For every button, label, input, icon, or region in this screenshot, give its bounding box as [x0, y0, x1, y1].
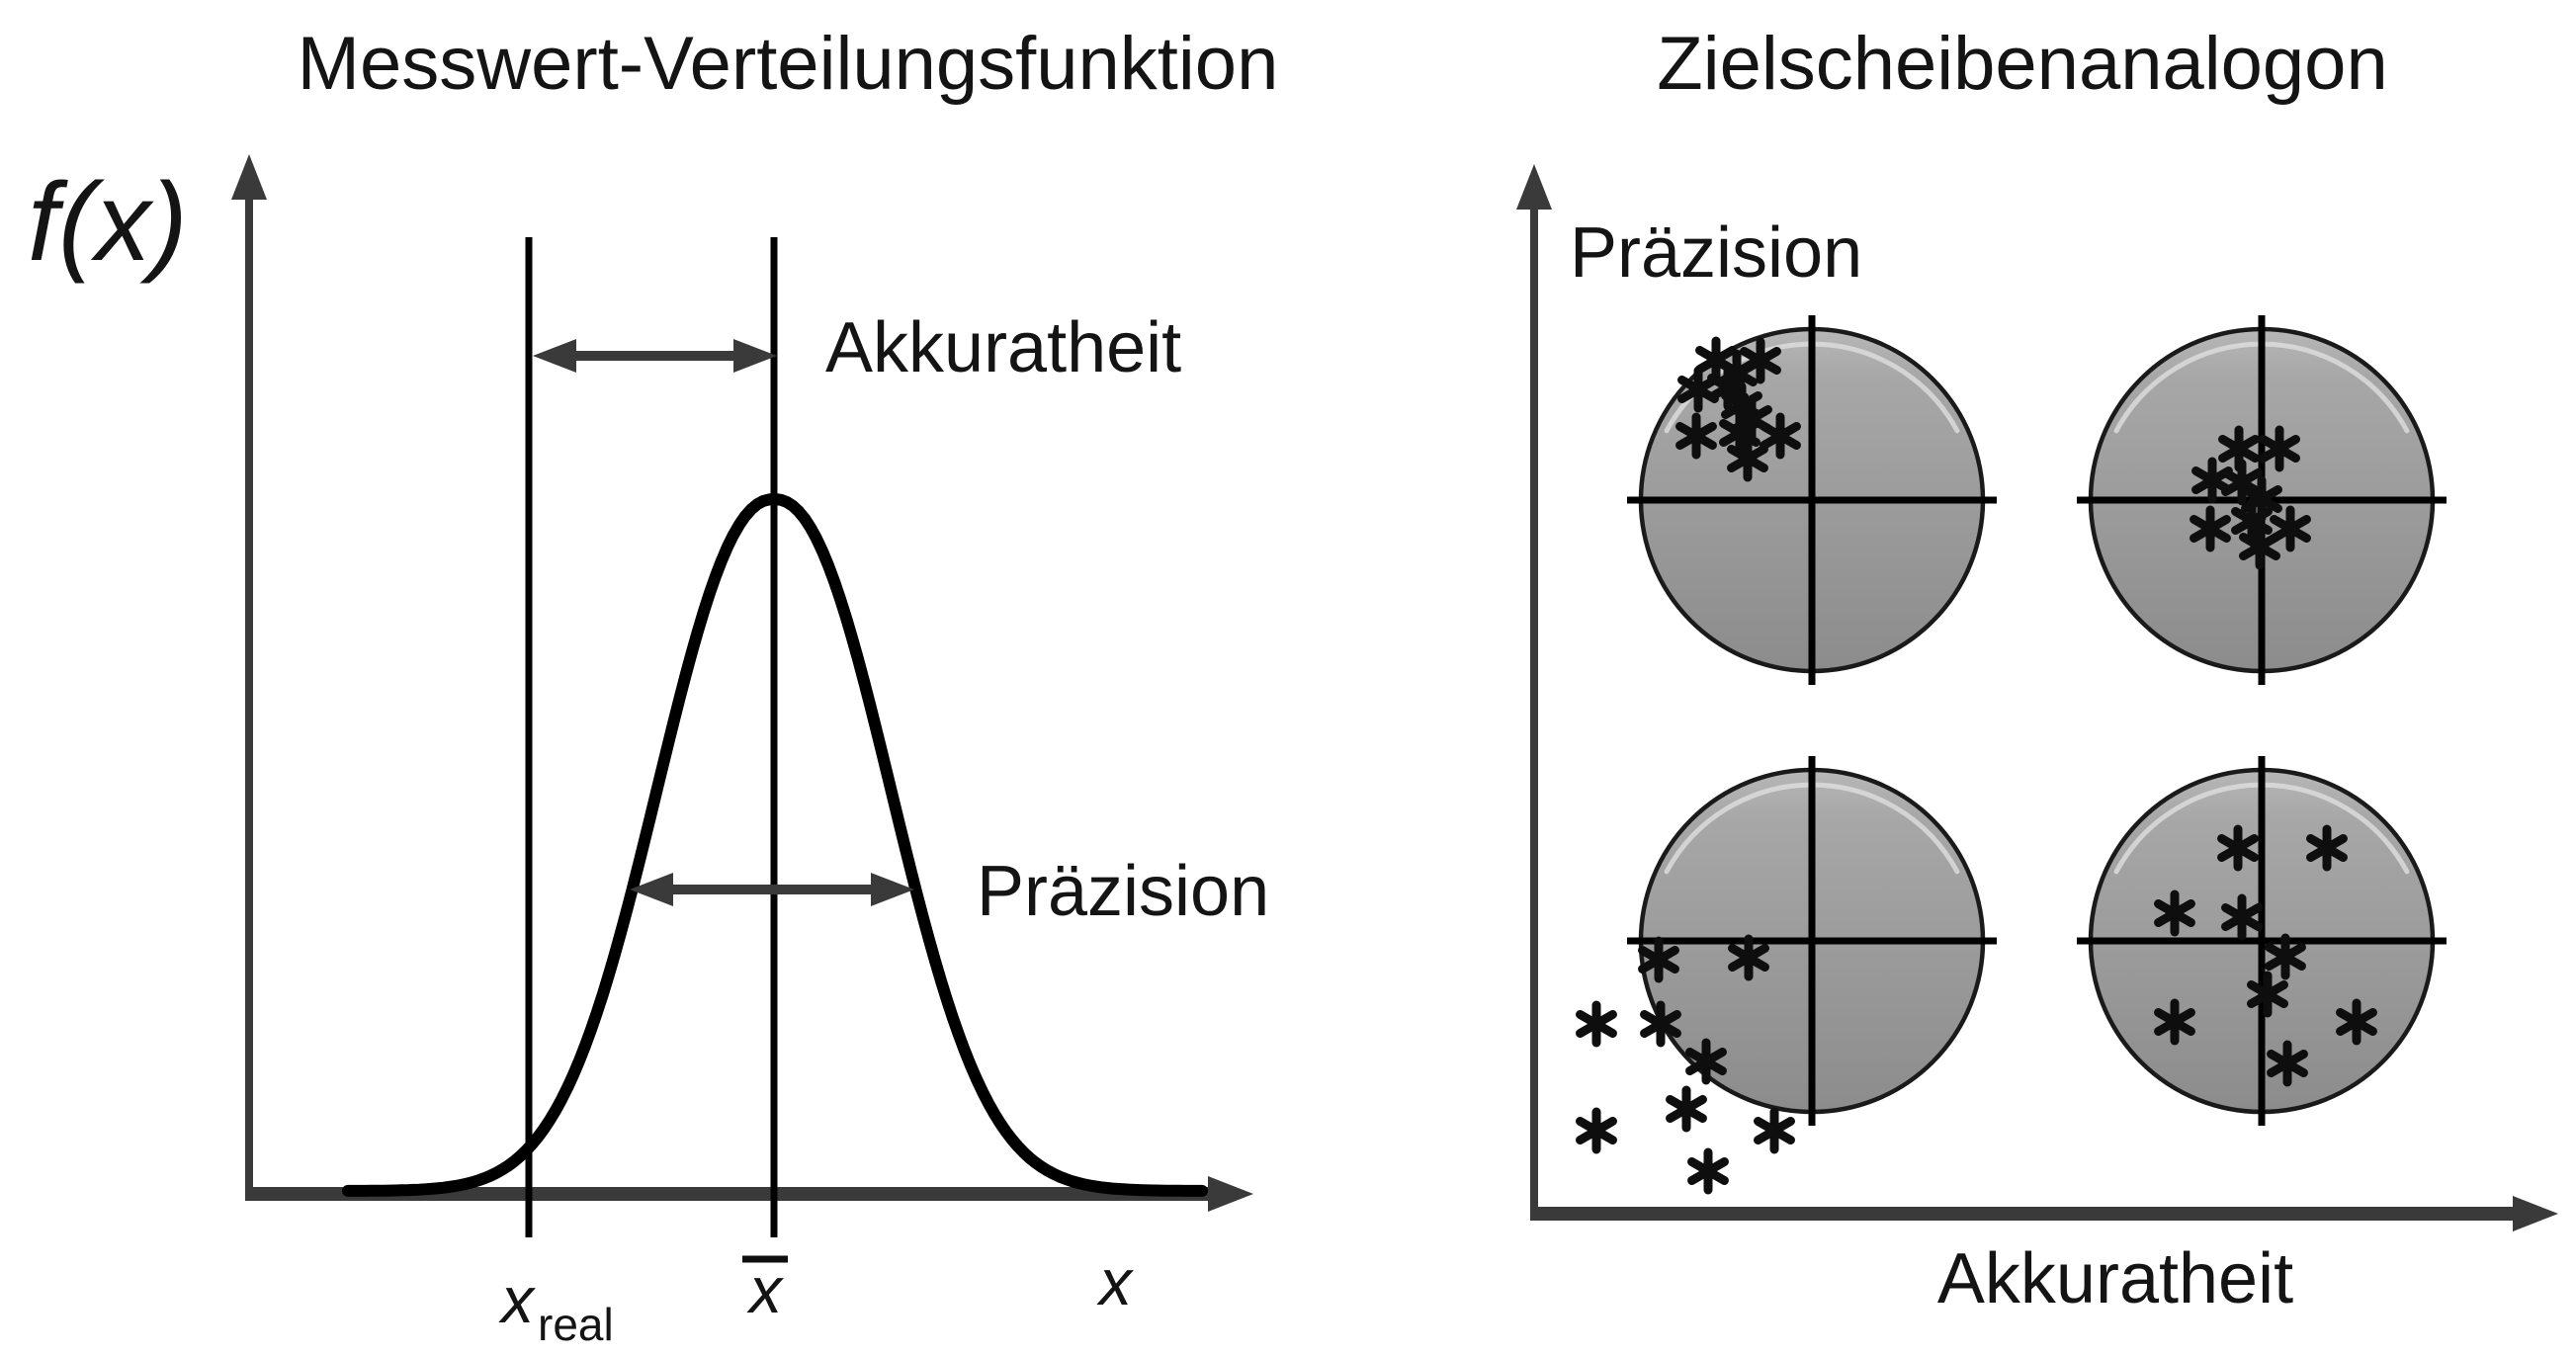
asterisk-arm — [2218, 435, 2260, 463]
asterisk-arm — [1760, 422, 1801, 450]
shot-marker-asterisk — [1666, 1085, 1707, 1133]
right-panel-title: Zielscheibenanalogon — [1657, 22, 2387, 106]
accuracy-double-arrow-left-head — [533, 339, 576, 373]
right-plot-shapes — [1516, 164, 2558, 1231]
left-x-axis-arrowhead — [1208, 1176, 1253, 1212]
target-high-precision-high-accuracy — [2077, 315, 2447, 685]
precision-double-arrow-left-head — [630, 873, 673, 906]
shot-marker-asterisk — [1638, 936, 1679, 983]
asterisk-arm — [2190, 515, 2231, 543]
shot-marker-asterisk — [1687, 1147, 1729, 1195]
accuracy-double-arrow — [533, 339, 777, 373]
accuracy-arrow-label: Akkuratheit — [825, 308, 1181, 387]
shot-marker-asterisk — [2154, 998, 2195, 1046]
left-plot-shapes — [231, 154, 1253, 1237]
precision-double-arrow-right-head — [871, 873, 914, 906]
asterisk-arm — [1638, 946, 1679, 974]
right-y-axis-arrowhead — [1516, 164, 1552, 210]
x-real-subscript: real — [538, 1299, 614, 1350]
shot-marker-asterisk — [1754, 1107, 1795, 1154]
asterisk-arm — [1666, 1095, 1707, 1123]
asterisk-arm — [2270, 515, 2311, 543]
asterisk-arm — [2241, 485, 2282, 513]
asterisk-arm — [2191, 466, 2233, 494]
asterisk-arm — [2221, 468, 2263, 496]
asterisk-arm — [2247, 980, 2288, 1008]
shot-marker-asterisk — [1576, 1107, 1617, 1154]
accuracy-double-arrow-right-head — [733, 339, 777, 373]
left-y-axis-arrowhead — [231, 154, 267, 200]
target-low-precision-high-accuracy — [2077, 756, 2447, 1126]
fx-axis-label: f(x) — [28, 160, 188, 284]
shot-marker-asterisk — [2239, 523, 2280, 570]
asterisk-arm — [1728, 944, 1769, 972]
right-panel-target-analogy: Zielscheibenanalogon Präzision Akkurathe… — [1516, 22, 2558, 1318]
shot-marker-asterisk — [2217, 824, 2259, 872]
shot-marker-asterisk — [2190, 505, 2231, 552]
asterisk-arm — [2154, 1008, 2195, 1036]
target-low-precision-low-accuracy — [1576, 756, 1997, 1195]
shot-marker-asterisk — [2154, 890, 2195, 937]
asterisk-arm — [2265, 943, 2306, 971]
distribution-curve — [342, 493, 1208, 1197]
shot-marker-asterisk — [1728, 934, 1769, 981]
target-high-precision-low-accuracy — [1627, 315, 1997, 685]
asterisk-arm — [2239, 533, 2280, 560]
shot-marker-asterisk — [1640, 1000, 1681, 1048]
asterisk-arm — [2217, 834, 2259, 862]
shot-marker-asterisk — [2221, 893, 2263, 941]
asterisk-arm — [2154, 899, 2195, 927]
x-real-base: x — [498, 1263, 536, 1336]
asterisk-arm — [1685, 1048, 1727, 1075]
shot-marker-asterisk — [2306, 824, 2348, 872]
asterisk-arm — [1675, 422, 1717, 450]
asterisk-arm — [1740, 347, 1781, 375]
shot-marker-asterisk — [1727, 435, 1768, 482]
shot-marker-asterisk — [1760, 412, 1801, 460]
x-axis-variable-label: x — [1096, 1245, 1134, 1318]
x-mean-tick-label: x — [746, 1253, 784, 1326]
shot-marker-asterisk — [1685, 1038, 1727, 1085]
asterisk-arm — [2221, 903, 2263, 931]
shot-marker-asterisk — [2259, 425, 2300, 472]
shot-marker-asterisk — [2267, 1040, 2308, 1087]
shot-marker-asterisk — [1740, 337, 1781, 384]
asterisk-arm — [1727, 445, 1768, 472]
shot-marker-asterisk — [2247, 971, 2288, 1018]
asterisk-arm — [2259, 435, 2300, 463]
asterisk-arm — [2336, 1008, 2377, 1036]
asterisk-arm — [1576, 1117, 1617, 1144]
shot-marker-asterisk — [1576, 1000, 1617, 1048]
asterisk-arm — [2267, 1050, 2308, 1077]
asterisk-arm — [1687, 1157, 1729, 1185]
left-panel-distribution-plot: Messwert-Verteilungsfunktion f(x) Akkura… — [28, 22, 1278, 1350]
shot-marker-asterisk — [2265, 933, 2306, 980]
shot-marker-asterisk — [2336, 998, 2377, 1046]
left-panel-title: Messwert-Verteilungsfunktion — [298, 22, 1279, 106]
shot-marker-asterisk — [2221, 459, 2263, 506]
precision-arrow-label: Präzision — [977, 852, 1269, 931]
shot-marker-asterisk — [1675, 412, 1717, 460]
asterisk-arm — [1576, 1010, 1617, 1038]
precision-double-arrow — [630, 873, 914, 906]
asterisk-arm — [2306, 834, 2348, 862]
x-real-tick-label: xreal — [498, 1263, 614, 1350]
asterisk-arm — [1640, 1010, 1681, 1038]
precision-axis-label: Präzision — [1570, 213, 1862, 293]
accuracy-axis-label: Akkuratheit — [1937, 1239, 2293, 1318]
right-x-axis-arrowhead — [2513, 1196, 2558, 1231]
asterisk-arm — [1754, 1117, 1795, 1144]
